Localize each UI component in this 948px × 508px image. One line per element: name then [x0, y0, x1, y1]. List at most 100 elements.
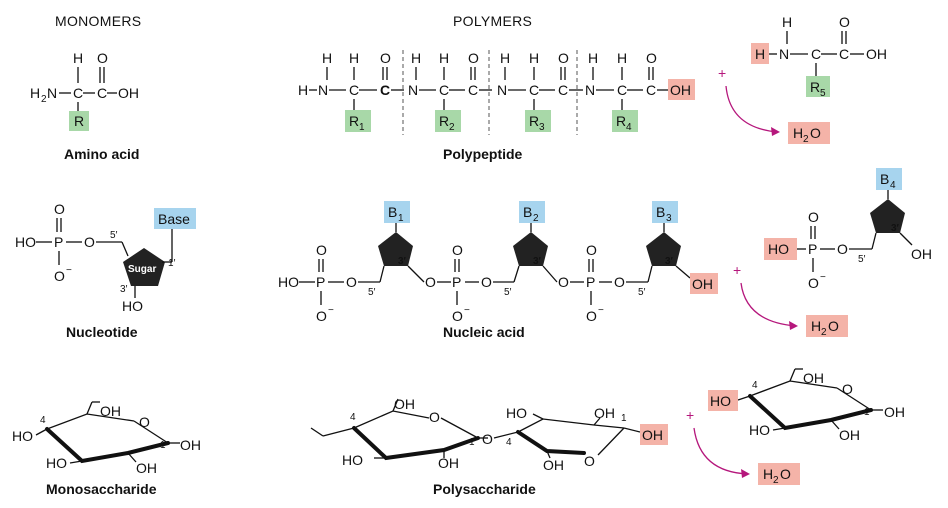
svg-text:H: H [322, 50, 332, 66]
svg-text:2: 2 [773, 475, 779, 486]
svg-text:+: + [718, 65, 726, 81]
amino-acid-caption: Amino acid [64, 146, 139, 162]
svg-text:O: O [558, 274, 569, 290]
svg-text:C: C [380, 82, 390, 98]
svg-text:1: 1 [359, 122, 365, 133]
svg-text:O: O [346, 274, 357, 290]
svg-text:HO: HO [12, 428, 33, 444]
svg-text:O: O [429, 409, 440, 425]
svg-text:OH: OH [803, 370, 824, 386]
svg-text:2: 2 [803, 134, 809, 145]
svg-text:5′: 5′ [368, 287, 376, 298]
svg-text:OH: OH [594, 405, 615, 421]
svg-text:OH: OH [543, 457, 564, 473]
svg-text:OH: OH [136, 460, 157, 476]
svg-text:OH: OH [100, 403, 121, 419]
svg-text:H: H [763, 466, 773, 482]
svg-text:R: R [810, 79, 820, 95]
svg-text:P: P [54, 234, 63, 250]
svg-text:B: B [523, 204, 532, 220]
svg-text:3′: 3′ [398, 256, 407, 267]
svg-text:5′: 5′ [638, 287, 646, 298]
svg-text:OH: OH [438, 455, 459, 471]
svg-text:5: 5 [820, 88, 826, 99]
svg-text:H: H [411, 50, 421, 66]
svg-text:4: 4 [506, 437, 512, 448]
svg-text:OH: OH [180, 437, 201, 453]
svg-text:N: N [318, 82, 328, 98]
nucleotide-structure: HO P O O − O 5′ Sugar 1′ 3′ HO Base [15, 201, 196, 314]
svg-text:2: 2 [41, 94, 47, 105]
svg-text:O: O [586, 242, 597, 258]
svg-text:5′: 5′ [504, 287, 512, 298]
svg-text:H: H [617, 50, 627, 66]
svg-text:O: O [481, 274, 492, 290]
svg-text:R: R [74, 113, 84, 129]
svg-text:O: O [482, 431, 493, 447]
svg-text:1: 1 [469, 437, 475, 448]
svg-text:OH: OH [884, 404, 905, 420]
svg-text:N: N [47, 85, 57, 101]
svg-text:O: O [468, 50, 479, 66]
svg-text:4: 4 [890, 180, 896, 191]
svg-text:O: O [780, 466, 791, 482]
nucleic-acid-structure: HO P O O − O 5′ 3′ B 1 O P O O − O 5′ [278, 201, 718, 324]
nucleic-acid-caption: Nucleic acid [443, 324, 525, 340]
svg-text:OH: OH [642, 427, 663, 443]
monomers-header: MONOMERS [55, 13, 141, 29]
svg-text:+: + [686, 407, 694, 423]
svg-text:5′: 5′ [110, 230, 118, 241]
svg-text:HO: HO [342, 452, 363, 468]
svg-text:−: − [820, 272, 826, 283]
svg-text:1: 1 [864, 407, 870, 418]
svg-text:+: + [733, 262, 741, 278]
polymers-header: POLYMERS [453, 13, 532, 29]
svg-text:4: 4 [40, 415, 46, 426]
svg-text:4: 4 [350, 412, 356, 423]
svg-text:HO: HO [15, 234, 36, 250]
svg-text:N: N [497, 82, 507, 98]
svg-text:O: O [614, 274, 625, 290]
svg-text:N: N [408, 82, 418, 98]
svg-text:C: C [646, 82, 656, 98]
svg-text:O: O [54, 201, 65, 217]
svg-text:R: R [616, 113, 626, 129]
svg-text:N: N [779, 46, 789, 62]
svg-text:H: H [439, 50, 449, 66]
svg-text:O: O [584, 453, 595, 469]
svg-text:OH: OH [866, 46, 887, 62]
svg-text:OH: OH [839, 427, 860, 443]
svg-text:4: 4 [752, 380, 758, 391]
svg-text:R: R [349, 113, 359, 129]
polypeptide-reaction: + H 2 O H N H C C O OH R 5 [718, 14, 887, 145]
monosaccharide-caption: Monosaccharide [46, 481, 157, 497]
polypeptide-structure: H N H C H C O R 1 N H C H C O [298, 50, 695, 135]
svg-text:C: C [439, 82, 449, 98]
svg-text:C: C [839, 46, 849, 62]
svg-text:HO: HO [768, 241, 789, 257]
svg-text:P: P [586, 274, 595, 290]
svg-text:H: H [73, 50, 83, 66]
svg-text:2: 2 [821, 327, 827, 338]
svg-text:O: O [97, 50, 108, 66]
svg-text:1: 1 [621, 413, 627, 424]
monosaccharide-structure: O OH 4 HO HO OH 1 OH [12, 401, 201, 476]
svg-text:3′: 3′ [120, 284, 128, 295]
svg-text:HO: HO [46, 455, 67, 471]
svg-text:3′: 3′ [665, 256, 674, 267]
svg-text:O: O [558, 50, 569, 66]
svg-text:OH: OH [118, 85, 139, 101]
svg-text:H: H [349, 50, 359, 66]
svg-text:O: O [316, 308, 327, 324]
svg-text:3′: 3′ [891, 223, 900, 234]
svg-text:−: − [66, 265, 72, 276]
svg-text:P: P [808, 241, 817, 257]
svg-text:HO: HO [122, 298, 143, 314]
svg-text:2: 2 [449, 122, 455, 133]
svg-text:HO: HO [710, 393, 731, 409]
svg-text:O: O [54, 268, 65, 284]
svg-text:2: 2 [533, 213, 539, 224]
svg-text:P: P [316, 274, 325, 290]
polysaccharide-structure: O 4 OH HO OH 1 O 4 O HO OH 1 OH OH [310, 396, 668, 473]
